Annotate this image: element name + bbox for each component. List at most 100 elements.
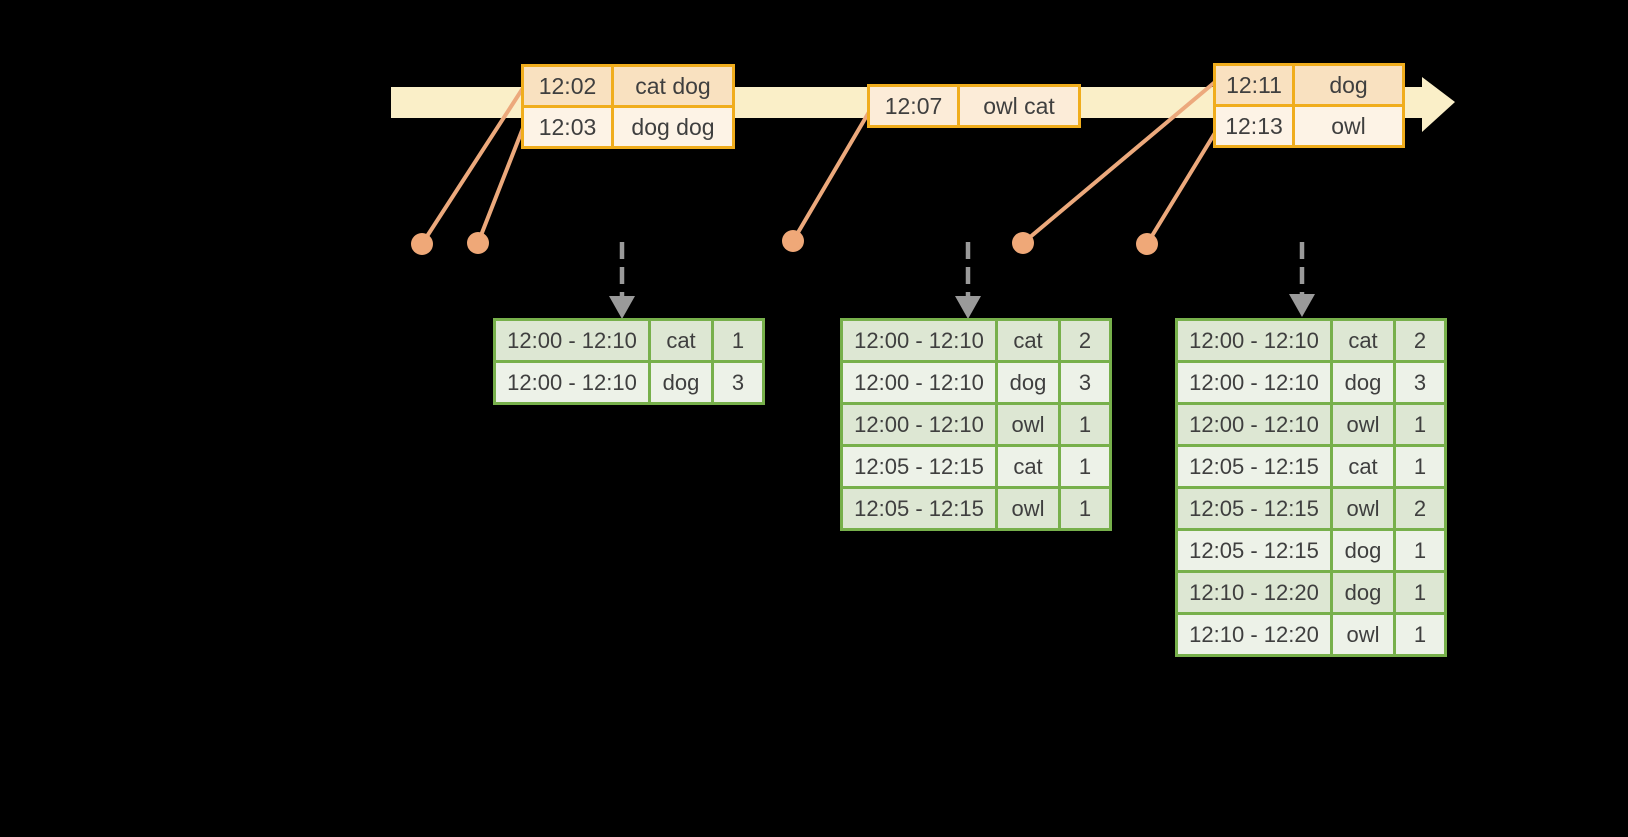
table-cell: owl — [995, 486, 1061, 531]
table-cell: 3 — [1058, 360, 1112, 405]
table-cell: cat — [648, 318, 714, 363]
table-cell: cat — [995, 444, 1061, 489]
event-connector-line — [476, 126, 525, 245]
table-cell: 12:00 - 12:10 — [840, 360, 998, 405]
arrow-down-icon — [609, 296, 635, 319]
table-cell: 2 — [1393, 318, 1447, 363]
event-connector-lines — [420, 80, 1220, 246]
table-cell: 12:10 - 12:20 — [1175, 570, 1333, 615]
table-cell: dog — [1330, 570, 1396, 615]
table-cell: owl — [1330, 612, 1396, 657]
trigger-arrows — [609, 242, 1315, 319]
table-cell: cat dog — [611, 64, 735, 108]
table-cell: cat — [995, 318, 1061, 363]
table-cell: 12:13 — [1213, 104, 1295, 148]
table-cell: 3 — [1393, 360, 1447, 405]
table-cell: dog — [1330, 528, 1396, 573]
table-cell: dog dog — [611, 105, 735, 149]
arrow-down-icon — [1289, 294, 1315, 317]
event-dot — [782, 230, 804, 252]
event-dot — [467, 232, 489, 254]
event-dot — [411, 233, 433, 255]
event-connector-line — [420, 86, 525, 246]
table-cell: 1 — [1393, 444, 1447, 489]
table-cell: 1 — [1393, 612, 1447, 657]
table-cell: 12:02 — [521, 64, 614, 108]
table-cell: 1 — [711, 318, 765, 363]
table-cell: owl — [1292, 104, 1405, 148]
trigger-arrow — [609, 242, 635, 319]
table-cell: cat — [1330, 318, 1396, 363]
table-cell: 1 — [1393, 528, 1447, 573]
event-dot — [1012, 232, 1034, 254]
table-cell: 2 — [1058, 318, 1112, 363]
table-cell: 12:00 - 12:10 — [493, 360, 651, 405]
event-connector-line — [791, 110, 871, 243]
table-cell: 12:00 - 12:10 — [840, 318, 998, 363]
table-cell: 12:05 - 12:15 — [840, 486, 998, 531]
table-cell: 12:00 - 12:10 — [1175, 318, 1333, 363]
table-cell: owl — [1330, 486, 1396, 531]
table-cell: 12:00 - 12:10 — [493, 318, 651, 363]
table-cell: cat — [1330, 444, 1396, 489]
table-cell: owl — [995, 402, 1061, 447]
table-cell: 1 — [1058, 402, 1112, 447]
table-cell: 12:00 - 12:10 — [1175, 402, 1333, 447]
table-cell: owl cat — [957, 84, 1081, 128]
event-dot — [1136, 233, 1158, 255]
table-cell: 1 — [1393, 402, 1447, 447]
table-cell: dog — [648, 360, 714, 405]
table-cell: dog — [1330, 360, 1396, 405]
table-cell: 12:05 - 12:15 — [1175, 486, 1333, 531]
table-cell: dog — [1292, 63, 1405, 107]
table-cell: owl — [1330, 402, 1396, 447]
table-cell: 12:03 — [521, 105, 614, 149]
arrow-down-icon — [955, 296, 981, 319]
trigger-arrow — [955, 242, 981, 319]
table-cell: 3 — [711, 360, 765, 405]
event-dots — [411, 230, 1158, 255]
table-cell: 12:00 - 12:10 — [840, 402, 998, 447]
table-cell: 12:05 - 12:15 — [1175, 444, 1333, 489]
table-cell: 1 — [1393, 570, 1447, 615]
table-cell: 1 — [1058, 486, 1112, 531]
table-cell: 12:10 - 12:20 — [1175, 612, 1333, 657]
table-cell: 12:05 - 12:15 — [840, 444, 998, 489]
event-connector-line — [1021, 80, 1217, 245]
table-cell: 12:07 — [867, 84, 960, 128]
table-cell: 12:11 — [1213, 63, 1295, 107]
timeline-arrowhead-icon — [1422, 77, 1455, 132]
table-cell: 1 — [1058, 444, 1112, 489]
table-cell: dog — [995, 360, 1061, 405]
trigger-arrow — [1289, 242, 1315, 317]
